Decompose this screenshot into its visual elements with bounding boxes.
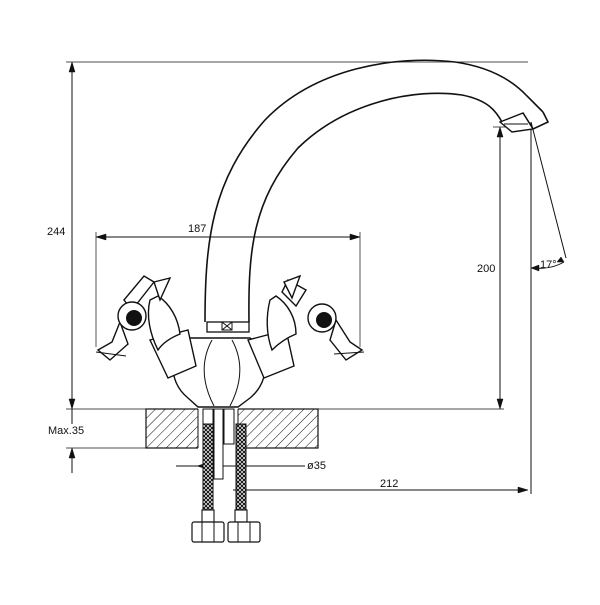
left-cross-handle: [95, 275, 197, 379]
right-cross-handle: [247, 274, 365, 379]
dim-total-height: [66, 61, 528, 410]
label-max-thickness: Max.35: [48, 425, 84, 437]
label-handle-span: 187: [188, 223, 206, 235]
label-spout-height: 200: [477, 263, 495, 275]
dim-spout-angle: [530, 121, 567, 290]
dim-spout-height: [318, 126, 522, 410]
label-spout-reach: 212: [380, 478, 398, 490]
label-total-height: 244: [47, 226, 65, 238]
label-hole-diameter: ø35: [307, 460, 326, 472]
dim-spout-reach: [233, 290, 532, 494]
supply-hoses: [191, 408, 261, 543]
dim-max-thickness: [66, 409, 146, 473]
dim-handle-span: [95, 232, 361, 347]
spout: [204, 59, 550, 333]
label-spout-angle: 17°: [540, 259, 557, 271]
